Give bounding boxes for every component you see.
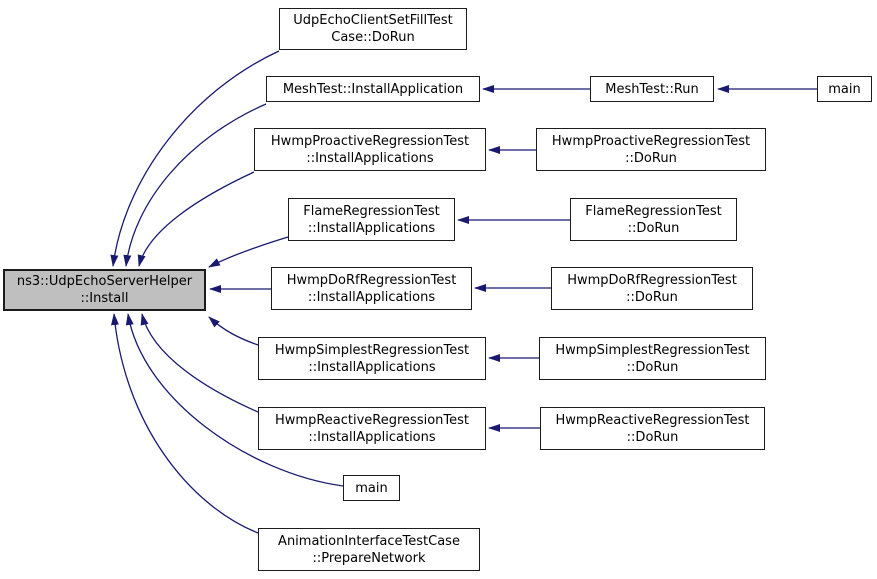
node-main-bottom[interactable]: main (343, 475, 400, 501)
node-flameregressiontest-installapplications[interactable]: FlameRegressionTest ::InstallApplication… (288, 198, 455, 241)
edge-flame-install-to-install (208, 236, 289, 268)
node-hwmpdorfregressiontest-installapplications[interactable]: HwmpDoRfRegressionTest ::InstallApplicat… (271, 267, 472, 310)
node-hwmpreactiveregressiontest-dorun[interactable]: HwmpReactiveRegressionTest ::DoRun (540, 407, 765, 450)
node-flameregressiontest-dorun[interactable]: FlameRegressionTest ::DoRun (570, 198, 737, 241)
node-animationinterfacetestcase-preparenetwork[interactable]: AnimationInterfaceTestCase ::PrepareNetw… (258, 528, 480, 571)
edge-mesh-install-to-install (123, 103, 267, 267)
node-hwmpproactiveregressiontest-installapplications[interactable]: HwmpProactiveRegressionTest ::InstallApp… (254, 128, 486, 171)
node-main-top[interactable]: main (817, 76, 872, 102)
edge-simplest-install-to-install (208, 316, 259, 346)
node-hwmpproactiveregressiontest-dorun[interactable]: HwmpProactiveRegressionTest ::DoRun (536, 128, 766, 171)
edge-reactive-install-to-install (140, 313, 259, 413)
node-hwmpsimplestregressiontest-dorun[interactable]: HwmpSimplestRegressionTest ::DoRun (539, 337, 766, 380)
node-hwmpreactiveregressiontest-installapplications[interactable]: HwmpReactiveRegressionTest ::InstallAppl… (258, 407, 486, 450)
node-udpechoclientsetfilltestcase-dorun[interactable]: UdpEchoClientSetFillTest Case::DoRun (279, 8, 467, 50)
node-ns3-udpechoserverhelper-install[interactable]: ns3::UdpEchoServerHelper ::Install (3, 269, 206, 311)
node-hwmpdorfregressiontest-dorun[interactable]: HwmpDoRfRegressionTest ::DoRun (551, 267, 753, 310)
edge-animation-to-install (111, 313, 259, 534)
node-meshtest-installapplication[interactable]: MeshTest::InstallApplication (266, 76, 480, 102)
edge-proactive-install-to-install (137, 171, 255, 267)
node-hwmpsimplestregressiontest-installapplications[interactable]: HwmpSimplestRegressionTest ::InstallAppl… (258, 337, 486, 380)
node-meshtest-run[interactable]: MeshTest::Run (590, 76, 714, 102)
